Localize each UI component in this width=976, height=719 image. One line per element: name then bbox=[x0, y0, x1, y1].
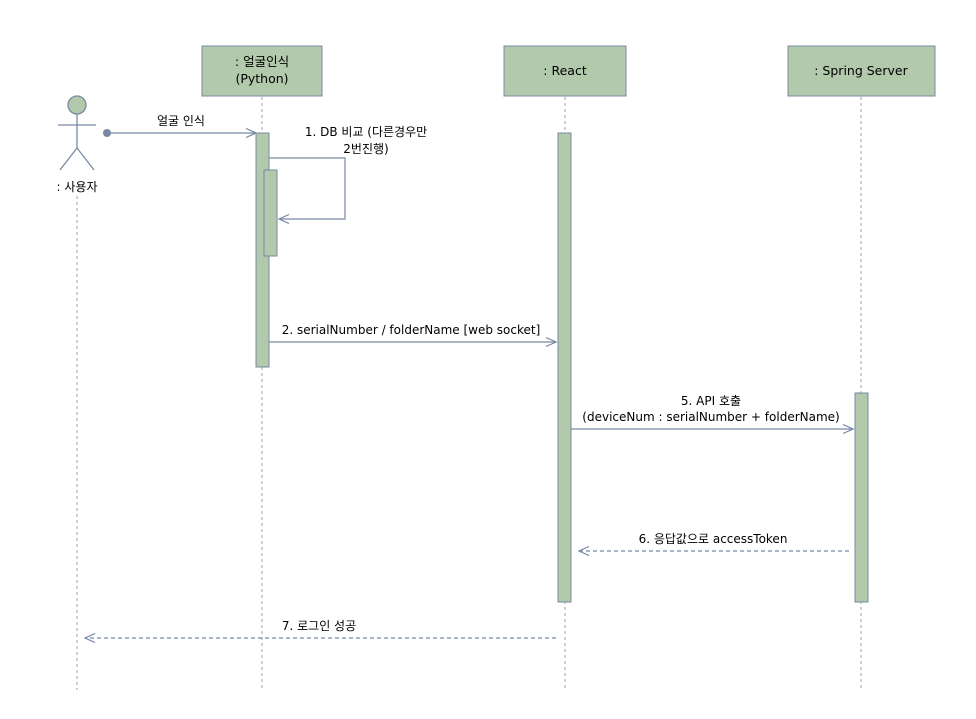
message-db-compare-label-line2: 2번진행) bbox=[343, 141, 388, 156]
message-websocket-label: 2. serialNumber / folderName [web socket… bbox=[282, 323, 541, 337]
participant-spring-name: : Spring Server bbox=[814, 63, 908, 78]
activation-face-nested bbox=[263, 169, 278, 257]
participant-react-name: : React bbox=[543, 63, 587, 78]
stick-figure-icon bbox=[58, 95, 96, 171]
participant-react-box bbox=[503, 45, 627, 97]
message-face-recognition-label: 얼굴 인식 bbox=[157, 114, 205, 128]
participant-face-lang: (Python) bbox=[235, 71, 288, 86]
actor-name: : 사용자 bbox=[57, 180, 98, 194]
message-api-call-label-line1: 5. API 호출 bbox=[681, 394, 741, 408]
participant-face-box bbox=[201, 45, 323, 97]
message-login-success-label: 7. 로그인 성공 bbox=[282, 619, 356, 633]
message-api-call-label-line2: (deviceNum : serialNumber + folderName) bbox=[582, 410, 839, 424]
activation-spring bbox=[854, 392, 869, 603]
message-db-compare-arrow bbox=[269, 157, 346, 219]
message-db-compare-label-line1: 1. DB 비교 (다른경우만 bbox=[305, 125, 427, 139]
participant-face-name: : 얼굴인식 bbox=[235, 54, 289, 69]
activation-react bbox=[557, 132, 572, 603]
participant-spring-box bbox=[787, 45, 936, 97]
message-access-token-label: 6. 응답값으로 accessToken bbox=[639, 532, 788, 546]
